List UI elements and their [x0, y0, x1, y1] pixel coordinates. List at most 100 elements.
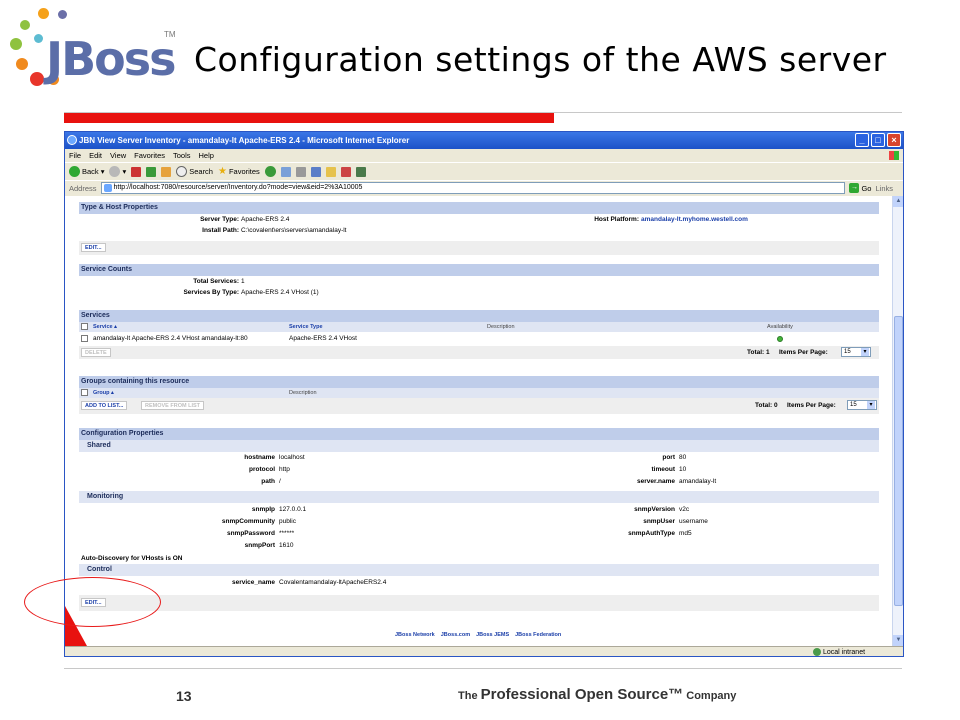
minimize-icon[interactable]: _ [855, 133, 869, 147]
delete-services-button[interactable]: DELETE [81, 348, 111, 357]
config-key: snmpAuthType [628, 530, 675, 537]
groups-items-per-page-select[interactable]: 15 [847, 400, 877, 410]
availability-column-header: Availability [767, 324, 793, 330]
menu-edit[interactable]: Edit [89, 151, 103, 160]
menu-help[interactable]: Help [198, 151, 214, 160]
availability-status-icon [777, 336, 783, 342]
tagline-the: The [458, 690, 478, 702]
address-input[interactable]: http://localhost:7080/resource/server/In… [100, 182, 846, 194]
select-all-services-checkbox[interactable] [81, 323, 88, 330]
edit-type-host-button[interactable]: EDIT... [81, 243, 106, 252]
bottom-divider [64, 668, 902, 669]
footer-link[interactable]: JBoss Network [395, 632, 435, 638]
autodiscovery-status: Auto-Discovery for VHosts is ON [81, 555, 183, 562]
links-label[interactable]: Links [875, 183, 893, 193]
home-icon[interactable] [161, 166, 172, 177]
config-value: amandalay-lt [679, 478, 717, 485]
footer-links: JBoss Network JBoss.com JBoss JEMS JBoss… [395, 632, 561, 638]
menu-favorites[interactable]: Favorites [134, 151, 165, 160]
folder-icon[interactable] [325, 166, 336, 177]
go-arrow-icon: → [849, 183, 860, 193]
panel-title: Services [79, 310, 879, 322]
vertical-scrollbar[interactable]: ▲ ▼ [892, 196, 903, 646]
config-key: snmpIp [251, 506, 275, 513]
ie-icon [67, 135, 77, 145]
config-key: snmpVersion [634, 506, 675, 513]
maximize-icon[interactable]: □ [871, 133, 885, 147]
menu-file[interactable]: File [69, 151, 82, 160]
search-label: Search [189, 167, 213, 176]
services-items-per-page-select[interactable]: 15 [841, 347, 871, 357]
footer-link[interactable]: JBoss JEMS [476, 632, 510, 638]
config-value: v2c [679, 506, 690, 513]
media-icon[interactable] [264, 166, 276, 177]
services-by-type-label: Services By Type: [183, 289, 239, 296]
config-key: path [261, 478, 275, 485]
search-button[interactable]: Search [176, 166, 213, 177]
add-to-list-button[interactable]: ADD TO LIST... [81, 401, 128, 410]
stop-icon[interactable] [131, 166, 142, 177]
host-platform-link[interactable]: amandalay-lt.myhome.westell.com [641, 216, 748, 223]
browser-window: JBN View Server Inventory - amandalay-lt… [64, 131, 904, 657]
refresh-icon[interactable] [146, 166, 157, 177]
edit-page-icon[interactable] [310, 166, 321, 177]
favorites-button[interactable]: ★Favorites [218, 166, 260, 177]
scroll-thumb[interactable] [894, 316, 903, 606]
window-titlebar[interactable]: JBN View Server Inventory - amandalay-lt… [65, 132, 903, 149]
service-type-column-header[interactable]: Service Type [289, 324, 323, 330]
service-type-value: Apache-ERS 2.4 VHost [289, 335, 357, 342]
service-column-header[interactable]: Service ▴ [93, 324, 117, 330]
tools-icon[interactable] [355, 166, 366, 177]
back-button[interactable]: Back ▾ [69, 166, 104, 177]
forward-arrow-icon [109, 166, 121, 177]
go-button[interactable]: →Go [849, 183, 871, 193]
logo-wordmark: JBoss [46, 32, 177, 86]
groups-items-per-page-label: Items Per Page: [787, 402, 836, 409]
service-name-link[interactable]: amandalay-lt Apache-ERS 2.4 VHost amanda… [93, 335, 248, 342]
configuration-panel: Configuration Properties Shared hostname… [79, 428, 879, 611]
tagline: The Professional Open Source™ Company [458, 686, 736, 703]
forward-button[interactable]: ▾ [109, 166, 126, 177]
config-value: 1610 [279, 542, 294, 549]
config-value: localhost [279, 454, 305, 461]
search-icon [176, 166, 188, 177]
config-value: http [279, 466, 290, 473]
select-all-groups-checkbox[interactable] [81, 389, 88, 396]
group-description-column-header: Description [289, 390, 317, 396]
service-counts-panel: Service Counts Total Services: 1 Service… [79, 264, 879, 300]
menu-view[interactable]: View [110, 151, 127, 160]
service-row-checkbox[interactable] [81, 335, 88, 342]
intranet-globe-icon [813, 648, 821, 656]
scroll-down-icon[interactable]: ▼ [893, 635, 903, 646]
footer-link[interactable]: JBoss Federation [515, 632, 562, 638]
highlight-circle [24, 577, 161, 627]
jboss-logo: JBoss TM [8, 6, 178, 98]
install-path-value: C:\covalent\ers\servers\amandalay-lt [241, 227, 347, 234]
config-key: port [662, 454, 675, 461]
shared-subheader: Shared [79, 440, 879, 452]
remove-from-list-button[interactable]: REMOVE FROM LIST [141, 401, 204, 410]
config-value: ****** [279, 530, 295, 537]
services-items-per-page-label: Items Per Page: [779, 349, 828, 356]
toolbar: Back ▾ ▾ Search ★Favorites [65, 162, 903, 180]
print-icon[interactable] [295, 166, 306, 177]
close-icon[interactable]: × [887, 133, 901, 147]
windows-logo-icon [889, 151, 899, 160]
panel-title: Configuration Properties [79, 428, 879, 440]
description-column-header: Description [487, 324, 515, 330]
scroll-up-icon[interactable]: ▲ [893, 196, 903, 207]
mail-icon[interactable] [280, 166, 291, 177]
tagline-company: Company [686, 690, 737, 702]
config-key: timeout [651, 466, 675, 473]
page-number: 13 [176, 688, 192, 704]
footer-link[interactable]: JBoss.com [440, 632, 471, 638]
group-column-header[interactable]: Group ▴ [93, 390, 114, 396]
type-host-panel: Type & Host Properties Server Type: Apac… [79, 202, 879, 255]
total-services-value: 1 [241, 278, 245, 285]
config-value: username [679, 518, 708, 525]
messenger-icon[interactable] [340, 166, 351, 177]
menu-tools[interactable]: Tools [173, 151, 191, 160]
window-title: JBN View Server Inventory - amandalay-lt… [79, 136, 410, 145]
config-key: protocol [249, 466, 275, 473]
